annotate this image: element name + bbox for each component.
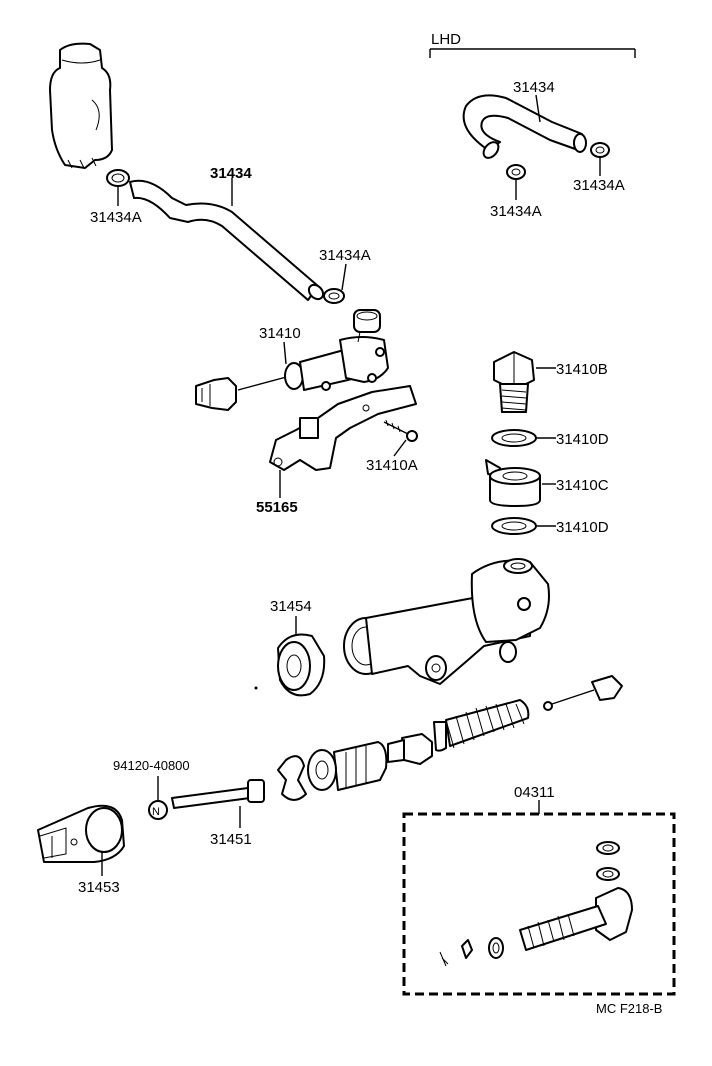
push-rod bbox=[171, 779, 265, 828]
label-31434-main: 31434 bbox=[210, 165, 252, 182]
label-55165: 55165 bbox=[256, 499, 298, 516]
cylinder-body bbox=[343, 558, 550, 685]
reservoir-hose-lhd bbox=[462, 94, 587, 159]
reservoir-tank bbox=[49, 42, 113, 169]
label-94120-40800: 94120-40800 bbox=[113, 758, 190, 773]
label-31434a-lhd-left: 31434A bbox=[490, 203, 542, 220]
label-31434a-lhd-right: 31434A bbox=[573, 177, 625, 194]
label-04311: 04311 bbox=[514, 784, 555, 801]
hose-clamp-tank bbox=[106, 169, 130, 206]
hose-clamp-main bbox=[323, 263, 347, 304]
lhd-bracket bbox=[429, 48, 636, 58]
mounting-bracket bbox=[269, 385, 417, 498]
bracket-bolt bbox=[383, 419, 418, 457]
label-31410b: 31410B bbox=[556, 361, 608, 378]
stray-dot bbox=[254, 686, 258, 690]
label-31454: 31454 bbox=[270, 598, 312, 615]
label-31453: 31453 bbox=[78, 879, 120, 896]
lhd-label: LHD bbox=[431, 31, 461, 48]
hose-clamp-lhd-right bbox=[590, 142, 610, 176]
label-31410d-top: 31410D bbox=[556, 431, 609, 448]
dust-boot bbox=[277, 616, 326, 697]
clevis bbox=[37, 804, 125, 876]
reservoir-hose-main bbox=[129, 178, 325, 301]
gasket-bottom bbox=[491, 517, 556, 535]
union-bolt bbox=[493, 351, 556, 413]
bleeder-screw bbox=[543, 675, 623, 711]
label-31434a-main: 31434A bbox=[319, 247, 371, 264]
master-cylinder-assembly bbox=[195, 309, 389, 411]
hex-nut: N bbox=[148, 776, 168, 820]
label-31410c: 31410C bbox=[556, 477, 609, 494]
label-31451: 31451 bbox=[210, 831, 252, 848]
label-31434a-tank: 31434A bbox=[90, 209, 142, 226]
piston-spring-set bbox=[307, 699, 530, 791]
footer-code: MC F218-B bbox=[596, 1001, 662, 1016]
union-fitting bbox=[485, 459, 556, 507]
piston-retainer bbox=[277, 755, 307, 801]
label-31410: 31410 bbox=[259, 325, 301, 342]
repair-kit-parts bbox=[439, 841, 633, 967]
hose-clamp-lhd-left bbox=[506, 164, 526, 200]
repair-kit-box bbox=[402, 800, 676, 996]
label-31410a: 31410A bbox=[366, 457, 418, 474]
gasket-top bbox=[491, 429, 556, 447]
label-31410d-bottom: 31410D bbox=[556, 519, 609, 536]
label-31434-lhd: 31434 bbox=[513, 79, 555, 96]
nut-letter: N bbox=[152, 806, 160, 818]
